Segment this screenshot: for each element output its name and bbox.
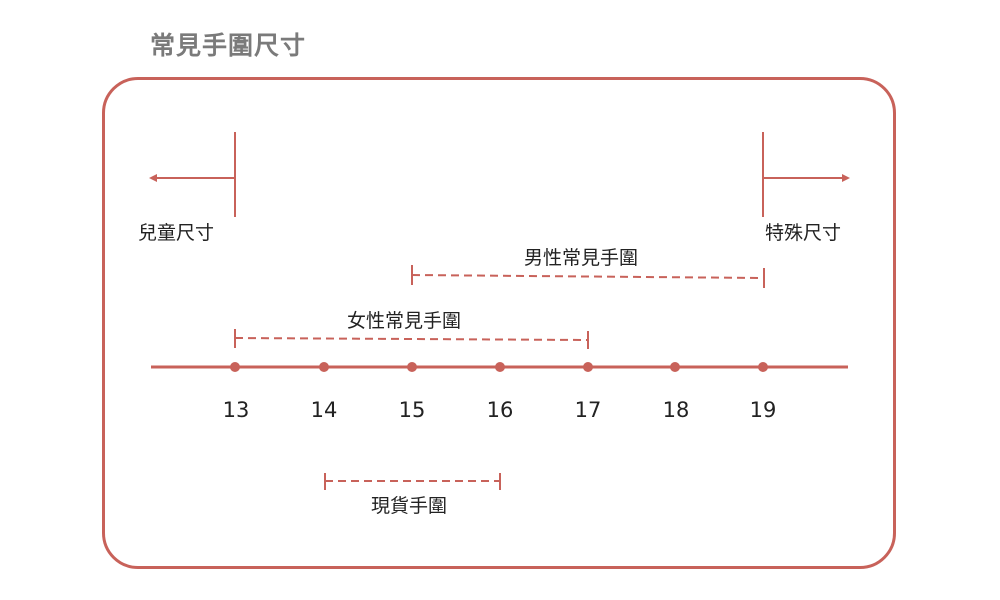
children-size-label: 兒童尺寸 bbox=[138, 222, 215, 244]
axis-point-15 bbox=[407, 362, 417, 372]
axis-point-19 bbox=[758, 362, 768, 372]
female-range-dash bbox=[234, 337, 588, 341]
axis-point-16 bbox=[495, 362, 505, 372]
tick-label-13: 13 bbox=[222, 398, 250, 422]
female-range-label: 女性常見手圍 bbox=[347, 310, 462, 332]
tick-label-19: 19 bbox=[749, 398, 777, 422]
axis-point-14 bbox=[319, 362, 329, 372]
axis-point-18 bbox=[670, 362, 680, 372]
axis-point-17 bbox=[583, 362, 593, 372]
children-size-arrowhead bbox=[149, 174, 157, 182]
special-size-label: 特殊尺寸 bbox=[765, 222, 842, 244]
tick-label-18: 18 bbox=[662, 398, 690, 422]
tick-label-17: 17 bbox=[574, 398, 602, 422]
page-title: 常見手圍尺寸 bbox=[150, 31, 307, 60]
tick-label-15: 15 bbox=[398, 398, 426, 422]
axis-point-13 bbox=[230, 362, 240, 372]
diagram-frame bbox=[102, 77, 896, 569]
male-range-dash bbox=[411, 274, 764, 279]
special-size-arrowhead bbox=[842, 174, 850, 182]
male-range-label: 男性常見手圍 bbox=[524, 247, 639, 269]
stock-range-label: 現貨手圍 bbox=[371, 495, 448, 517]
tick-label-14: 14 bbox=[310, 398, 338, 422]
tick-label-16: 16 bbox=[486, 398, 514, 422]
